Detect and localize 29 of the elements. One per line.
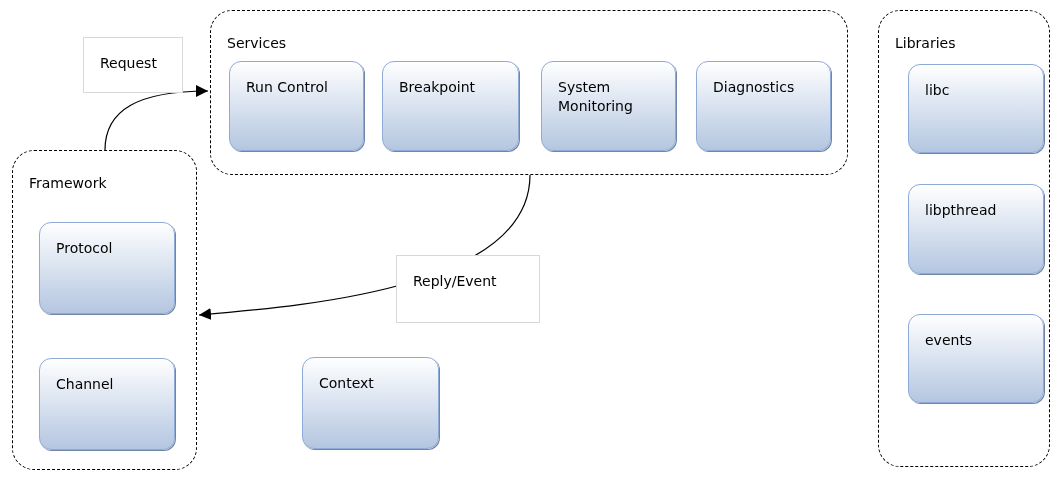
group-title: Services (227, 35, 287, 53)
component-box (908, 184, 1044, 274)
edge-label: Reply/Event (396, 255, 540, 323)
component-label: System Monitoring (558, 78, 634, 117)
component-label: Breakpoint (399, 78, 477, 97)
component-box (229, 61, 364, 151)
curved-arrow (104, 85, 209, 151)
component-label: Context (319, 374, 375, 393)
component-label: Run Control (246, 78, 329, 97)
component-box (39, 358, 175, 450)
group-container (12, 150, 197, 470)
component-label: Protocol (56, 239, 114, 258)
component-box (382, 61, 519, 151)
component-label: Channel (56, 375, 115, 394)
group-container (210, 10, 848, 175)
group-container (878, 10, 1050, 467)
component-label: libc (925, 81, 951, 100)
component-box (541, 61, 676, 151)
component-label: libpthread (925, 201, 998, 220)
group-title: Framework (29, 175, 107, 193)
component-box (908, 314, 1044, 403)
component-label: events (925, 331, 974, 350)
edge-label: Request (83, 37, 183, 93)
component-box (39, 222, 175, 314)
group-title: Libraries (895, 35, 956, 53)
component-box (302, 357, 439, 449)
component-box (696, 61, 831, 151)
component-label: Diagnostics (713, 78, 796, 97)
component-box (908, 64, 1044, 153)
